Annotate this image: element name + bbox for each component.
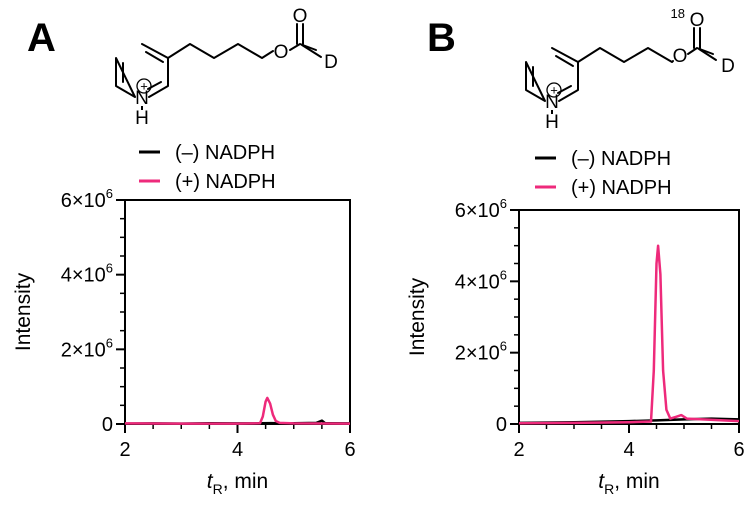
panel-b-x-tick-label: 4 [623,439,634,461]
propyl-chain [167,43,274,59]
panel-a-plot: 0 2×106 4×106 6×106 2 4 6 tR, min Intensity [12,186,356,497]
panel-a-y-tick-label: 6×106 [61,186,113,212]
deuterium: D [324,52,338,73]
charge-circle [136,78,152,94]
panel-a-y-tick-label: 0 [102,414,113,436]
charge-sign: + [550,83,558,98]
ring-hydrogen: H [135,108,149,129]
panel-a-molecule [115,23,322,98]
panel-b-y-axis-title: Intensity [406,277,429,356]
panel-b-x-tick-label: 2 [513,439,524,461]
ring-nitrogen: N [545,92,559,113]
legend-label-plus-nadph: (+) NADPH [571,177,672,199]
panel-b-letter: B [427,16,456,60]
panel-b-x-tick-label: 6 [733,439,744,461]
ester-bonds [687,47,714,55]
panel-b-plot: 0 2×106 4×106 6×106 2 4 6 tR, min Intensity [406,196,745,497]
cd-bond [301,44,322,58]
panel-b-series-line-plus-nadph [518,244,740,425]
panel-b-molecule [525,27,717,102]
panel-b-legend: (–) NADPH (+) NADPH [535,148,672,199]
panel-b-plot-frame [518,209,740,425]
ester-oxygen: O [274,42,289,63]
ring-nitrogen: N [135,88,149,109]
charge-circle [546,82,562,98]
panel-b-x-axis-title: tR, min [598,470,659,497]
panel-a-series-line-plus-nadph [124,396,351,425]
panel-b-y-tick-label: 6×106 [455,196,507,222]
panel-a-y-axis-title: Intensity [12,272,35,351]
panel-a-y-tick-label: 4×106 [61,261,113,287]
legend-label-plus-nadph: (+) NADPH [175,171,276,193]
panel-b-y-tick-label: 0 [496,414,507,436]
panel-b: B + N H O 18 O D (–) NADPH (+) NADPH 0 2×… [406,6,745,497]
ester-bonds [289,43,317,51]
panel-a-x-axis-title: tR, min [207,470,268,497]
panel-a-plot-frame [124,199,351,425]
carbonyl-bond [693,27,701,49]
panel-a-x-tick-label: 6 [344,439,355,461]
oxygen-18-label: 18 [671,6,685,21]
pyridinium-ring [115,43,169,98]
ester-oxygen: O [673,46,688,67]
deuterium: D [721,56,735,77]
charge-sign: + [140,79,148,94]
legend-label-minus-nadph: (–) NADPH [571,148,671,170]
panel-a: A + N H O O D (–) NADPH (+) NADPH 0 2×106… [12,6,356,497]
ring-hydrogen: H [545,112,559,133]
panel-a-legend: (–) NADPH (+) NADPH [139,142,276,193]
carbonyl-oxygen: O [293,6,308,27]
panel-b-y-tick-label: 2×106 [455,339,507,365]
propyl-chain [577,47,674,63]
panel-a-letter: A [27,16,56,60]
panel-a-x-tick-label: 2 [119,439,130,461]
panel-b-y-tick-label: 4×106 [455,267,507,293]
pyridinium-ring [525,47,579,102]
carbonyl-oxygen: O [690,10,705,31]
panel-a-y-tick-label: 2×106 [61,335,113,361]
carbonyl-bond [296,23,304,45]
cd-bond [698,48,717,61]
legend-label-minus-nadph: (–) NADPH [175,142,275,164]
panel-a-x-tick-label: 4 [232,439,243,461]
